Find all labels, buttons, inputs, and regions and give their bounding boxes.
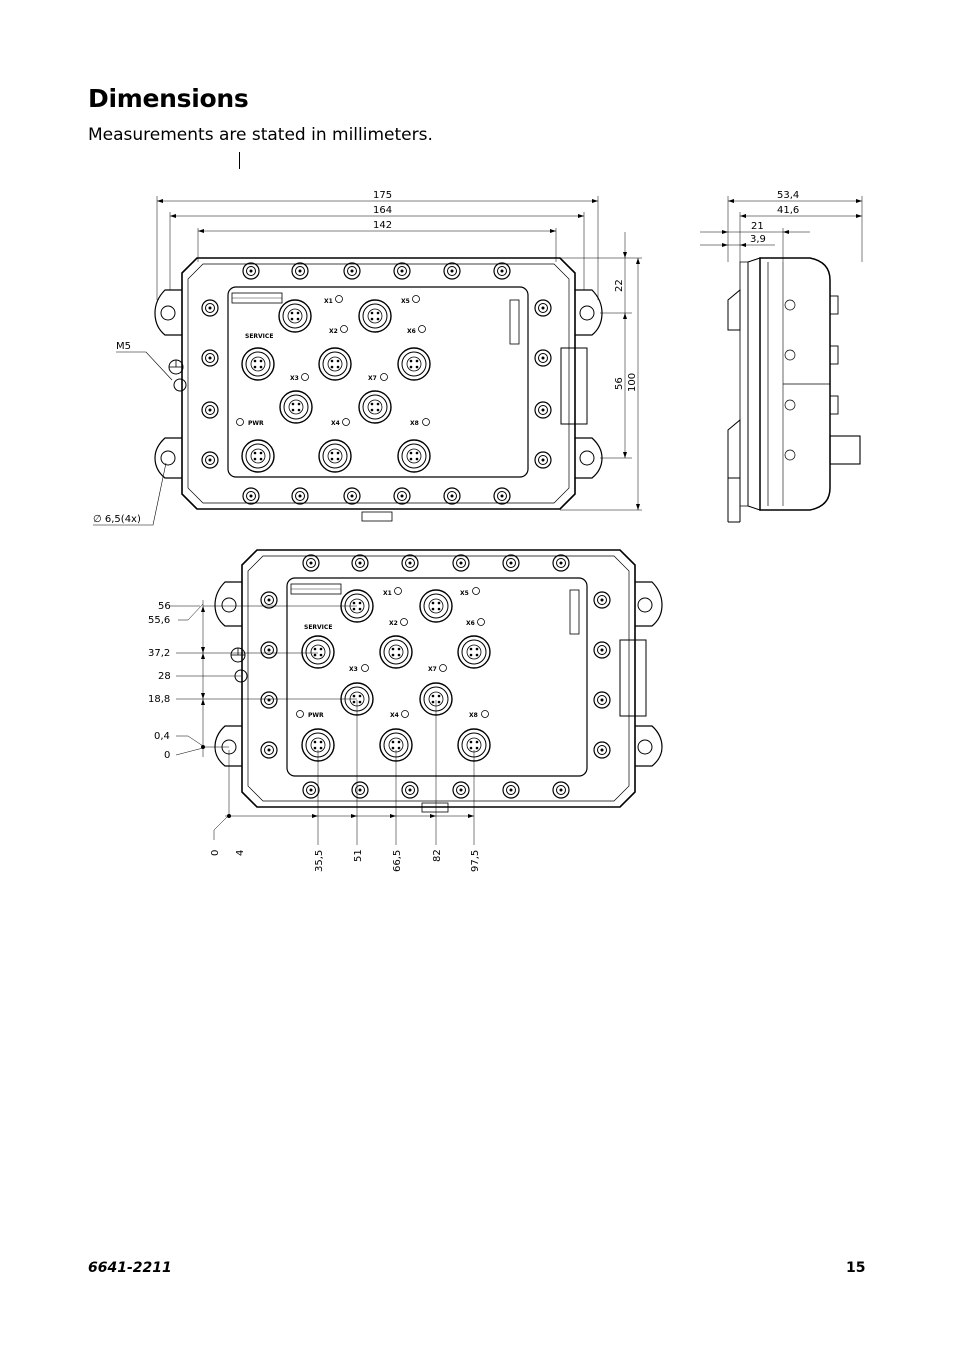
dim-y-28: 28 xyxy=(158,671,171,682)
side-view: 53,4 41,6 21 3,9 xyxy=(700,190,863,523)
bottom-label-x7: X7 xyxy=(428,666,437,673)
dim-x-51: 51 xyxy=(353,849,364,862)
front-label-x7: X7 xyxy=(368,375,377,382)
bottom-view: X1 X5 X2 X6 SERVICE X3 X7 PWR X4 X8 xyxy=(148,549,663,872)
dim-175: 175 xyxy=(373,190,392,201)
dim-x-97-5: 97,5 xyxy=(470,850,481,872)
page-subtitle: Measurements are stated in millimeters. xyxy=(88,125,433,145)
bottom-label-x6: X6 xyxy=(466,620,475,627)
dim-56: 56 xyxy=(614,377,625,390)
footer-doc-number: 6641-2211 xyxy=(88,1260,172,1276)
front-label-x1: X1 xyxy=(324,298,333,305)
front-label-x2: X2 xyxy=(329,328,338,335)
dim-x-0: 0 xyxy=(210,850,221,856)
dim-100: 100 xyxy=(627,373,638,392)
front-label-pwr: PWR xyxy=(248,420,264,427)
dim-x-66-5: 66,5 xyxy=(392,850,403,872)
dim-21: 21 xyxy=(751,221,764,232)
footer-page-number: 15 xyxy=(846,1260,866,1276)
dim-3-9: 3,9 xyxy=(750,234,766,245)
dim-y-37-2: 37,2 xyxy=(148,648,170,659)
dim-hole: ∅ 6,5(4x) xyxy=(93,514,141,525)
bottom-label-x2: X2 xyxy=(389,620,398,627)
bottom-label-x4: X4 xyxy=(390,712,399,719)
dim-y-0: 0 xyxy=(164,750,170,761)
bottom-label-pwr: PWR xyxy=(308,712,324,719)
dim-y-56: 56 xyxy=(158,601,171,612)
front-view: X1 X5 X2 X6 SERVICE X3 X7 PWR X4 X8 175 … xyxy=(93,190,642,526)
dim-x-35-5: 35,5 xyxy=(314,850,325,872)
change-bar xyxy=(239,152,240,169)
dim-164: 164 xyxy=(373,205,392,216)
dim-y-0-4: 0,4 xyxy=(154,731,170,742)
dim-142: 142 xyxy=(373,220,392,231)
front-label-x3: X3 xyxy=(290,375,299,382)
front-label-x4: X4 xyxy=(331,420,340,427)
front-label-x6: X6 xyxy=(407,328,416,335)
dim-y-55-6: 55,6 xyxy=(148,615,170,626)
dim-22: 22 xyxy=(614,279,625,292)
bottom-label-x3: X3 xyxy=(349,666,358,673)
bottom-label-x5: X5 xyxy=(460,590,469,597)
bottom-label-service: SERVICE xyxy=(304,624,332,631)
front-label-x8: X8 xyxy=(410,420,419,427)
front-label-x5: X5 xyxy=(401,298,410,305)
dim-41-6: 41,6 xyxy=(777,205,799,216)
front-label-service: SERVICE xyxy=(245,333,273,340)
bottom-label-x1: X1 xyxy=(383,590,392,597)
dim-m5: M5 xyxy=(116,341,131,352)
dim-x-82: 82 xyxy=(432,849,443,862)
bottom-label-x8: X8 xyxy=(469,712,478,719)
page-title: Dimensions xyxy=(88,84,249,113)
dim-53-4: 53,4 xyxy=(777,190,799,201)
dim-x-4: 4 xyxy=(235,850,246,856)
dim-y-18-8: 18,8 xyxy=(148,694,170,705)
